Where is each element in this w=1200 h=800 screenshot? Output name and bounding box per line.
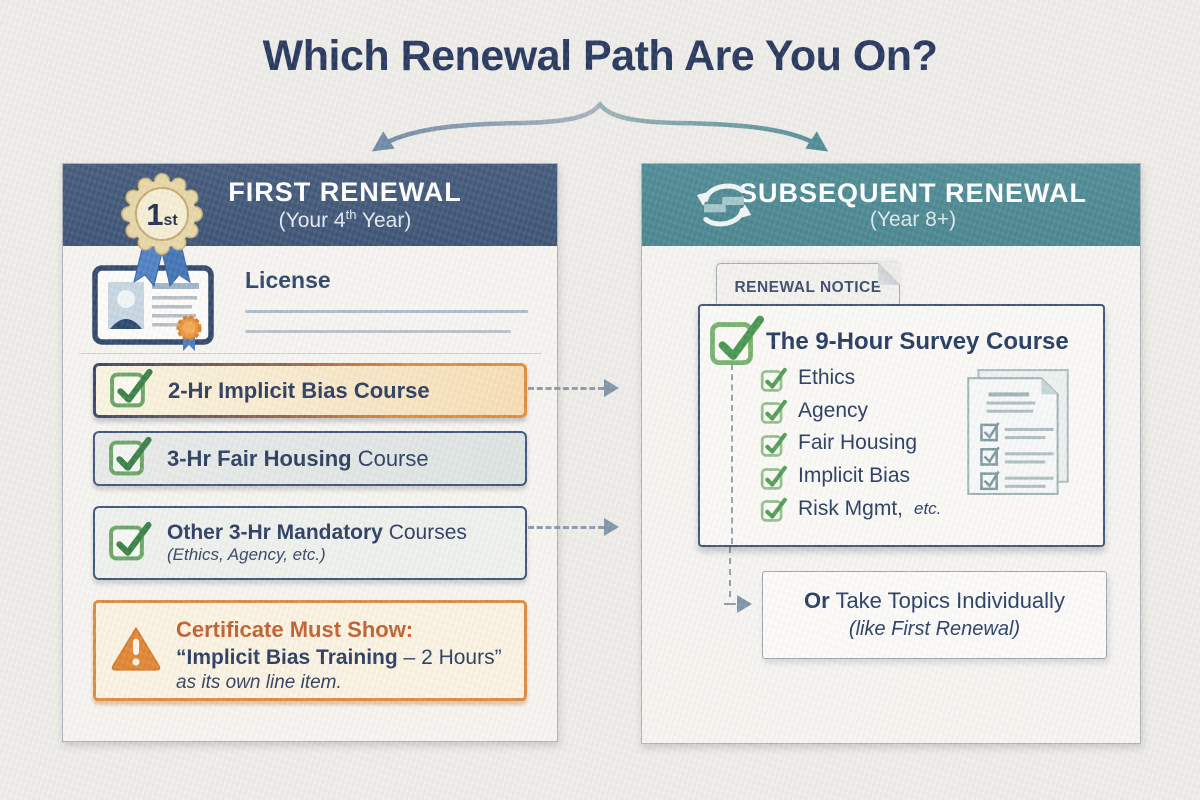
first-renewal-title: FIRST RENEWAL [228,177,462,208]
redacted-line [245,310,528,313]
folded-corner-icon [878,263,900,285]
dashed-arrow-icon [528,379,619,397]
or-box-text: Or Take Topics Individually [804,588,1065,613]
checkbox-icon [109,364,153,408]
warning-note: as its own line item. [176,671,342,693]
topic-row: Ethics [760,362,941,395]
checkbox-icon [108,517,152,561]
course-label: Other 3-Hr Mandatory Courses (Ethics, Ag… [167,521,467,565]
topic-checklist: Ethics Agency Fair Housing [760,362,941,525]
first-place-badge-icon: 1st [121,173,203,288]
redacted-line [245,330,511,333]
renewal-notice-tab: RENEWAL NOTICE [716,263,900,304]
survey-course-box: The 9-Hour Survey Course Ethics Agency [698,304,1105,547]
topic-row: Fair Housing [760,427,941,460]
topic-row: Agency [760,395,941,428]
checkbox-icon [760,365,787,392]
first-renewal-panel: FIRST RENEWAL (Your 4th Year) 1st [62,163,558,742]
or-take-topics-box: Or Take Topics Individually (like First … [762,571,1107,659]
license-label: License [245,267,331,293]
course-label: 3-Hr Fair Housing Course [167,445,429,471]
first-renewal-subtitle: (Your 4th Year) [278,206,412,232]
survey-course-title: The 9-Hour Survey Course [766,328,1069,355]
dashed-connector-line [731,364,733,544]
dashed-arrow-icon [528,518,619,536]
mandatory-courses-box: Other 3-Hr Mandatory Courses (Ethics, Ag… [93,506,527,580]
subsequent-renewal-title: SUBSEQUENT RENEWAL [738,177,1088,208]
split-arrow-icon [371,101,829,152]
course-label: 2-Hr Implicit Bias Course [168,377,430,403]
renewal-notice-label: RENEWAL NOTICE [734,279,882,296]
checkbox-icon [760,397,787,425]
checkbox-icon [760,430,787,457]
svg-text:1st: 1st [146,197,178,232]
warning-heading: Certificate Must Show: [176,617,414,642]
dashed-connector-line [729,547,731,597]
divider [79,353,541,354]
course-note: (Ethics, Agency, etc.) [167,545,326,565]
checkbox-icon [760,495,787,522]
fair-housing-course-box: 3-Hr Fair Housing Course [93,431,527,486]
subsequent-renewal-panel: SUBSEQUENT RENEWAL (Year 8+) RENEWAL NOT… [641,163,1141,744]
topic-row: Risk Mgmt, etc. [760,492,941,525]
arrowhead-icon [737,595,752,613]
warning-triangle-icon [111,627,161,671]
certificate-warning-box: Certificate Must Show: “Implicit Bias Tr… [93,600,527,701]
warning-text: Certificate Must Show: “Implicit Bias Tr… [176,616,502,693]
subsequent-renewal-subtitle: (Year 8+) [869,208,957,232]
warning-quote: “Implicit Bias Training – 2 Hours” [176,645,502,669]
checkbox-icon [760,463,787,490]
topic-row: Implicit Bias [760,460,941,493]
license-card-icon [92,265,214,351]
checkbox-icon [708,310,764,366]
subsequent-renewal-header: SUBSEQUENT RENEWAL (Year 8+) [642,164,1140,246]
checkbox-icon [108,432,152,476]
page-title: Which Renewal Path Are You On? [262,32,938,80]
or-box-note: (like First Renewal) [848,618,1021,640]
checklist-documents-icon [967,369,1069,495]
dashed-connector-line [724,603,736,605]
implicit-bias-course-box: 2-Hr Implicit Bias Course [93,363,527,418]
refresh-icon [696,183,752,227]
